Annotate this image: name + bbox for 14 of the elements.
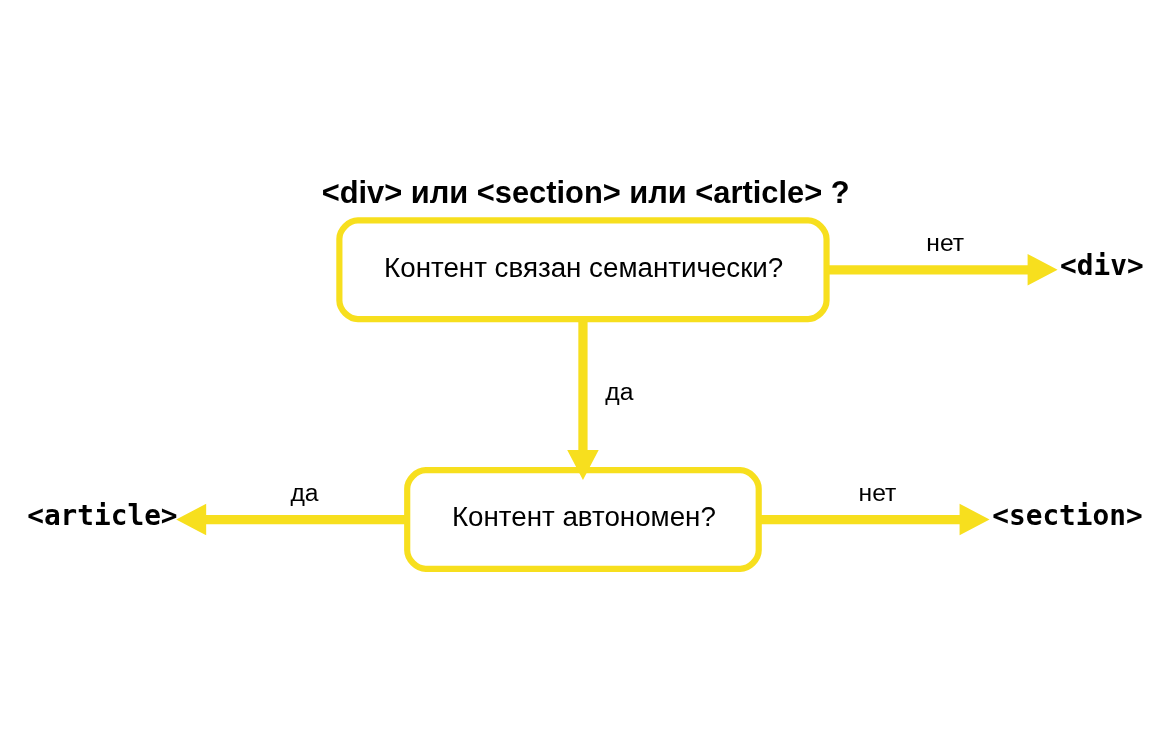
node-box: Контент автономен? — [404, 467, 762, 572]
edge-label: да — [290, 478, 319, 506]
arrow — [176, 503, 408, 536]
edge-label: нет — [858, 478, 897, 506]
arrow — [759, 503, 990, 536]
node-text: <div> — [1060, 248, 1144, 282]
edge-label: да — [605, 378, 634, 406]
node-text: <section> — [992, 498, 1143, 532]
arrow — [826, 254, 1058, 286]
node-text: <article> — [27, 498, 178, 532]
diagram-title: <div> или <section> или <article> ? — [321, 175, 850, 211]
node-box: Контент связан семантически? — [336, 217, 830, 323]
arrow — [567, 319, 599, 480]
edge-label: нет — [926, 228, 965, 256]
